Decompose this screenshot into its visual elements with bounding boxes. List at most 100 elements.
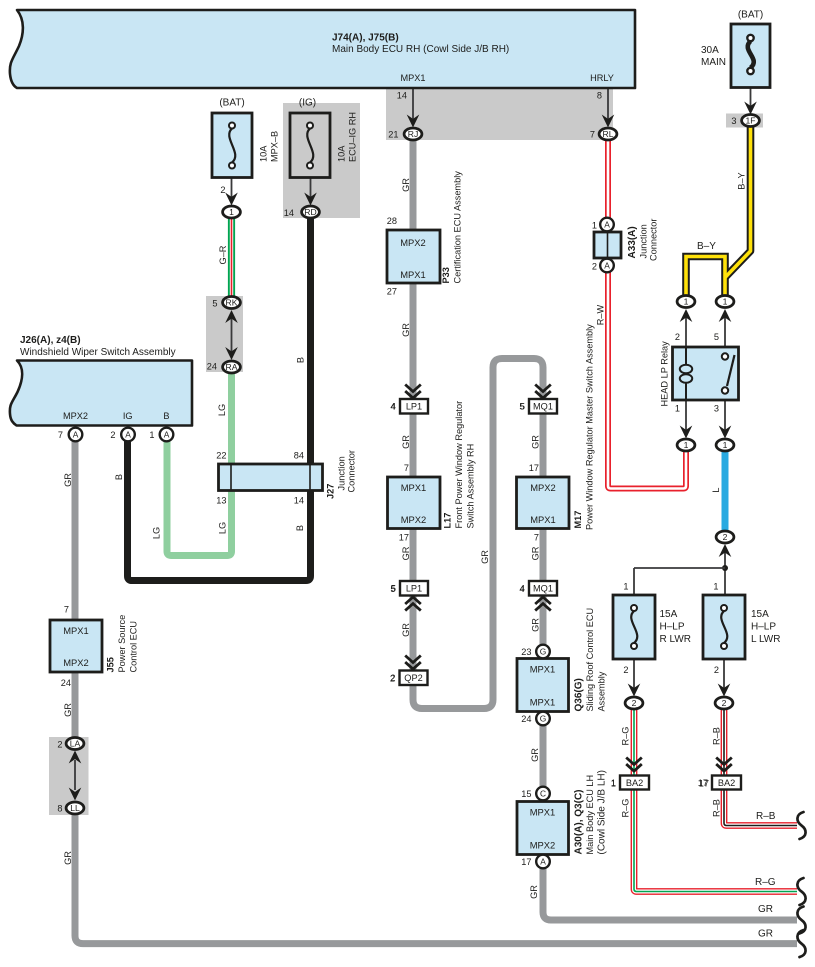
svg-text:2: 2 bbox=[714, 665, 719, 675]
svg-text:Windshield Wiper Switch Assemb: Windshield Wiper Switch Assembly bbox=[20, 347, 176, 358]
svg-text:GR: GR bbox=[401, 546, 411, 560]
svg-text:ECU–IG RH: ECU–IG RH bbox=[348, 112, 358, 162]
svg-text:84: 84 bbox=[294, 451, 304, 461]
svg-text:LP1: LP1 bbox=[406, 402, 422, 412]
svg-text:5: 5 bbox=[519, 402, 524, 412]
svg-text:QP2: QP2 bbox=[404, 673, 422, 683]
svg-text:1: 1 bbox=[611, 778, 616, 788]
svg-text:1: 1 bbox=[713, 582, 718, 592]
svg-text:2: 2 bbox=[632, 698, 637, 708]
svg-text:8: 8 bbox=[597, 91, 602, 101]
svg-text:Q36(G): Q36(G) bbox=[574, 678, 585, 711]
svg-text:A33(A): A33(A) bbox=[627, 226, 638, 258]
svg-text:L: L bbox=[711, 487, 721, 492]
svg-text:22: 22 bbox=[216, 451, 226, 461]
svg-text:J55: J55 bbox=[106, 657, 116, 672]
svg-text:4: 4 bbox=[520, 584, 525, 594]
svg-text:J27: J27 bbox=[326, 484, 336, 499]
svg-text:10A: 10A bbox=[337, 145, 347, 162]
svg-text:21: 21 bbox=[388, 130, 398, 140]
svg-text:17: 17 bbox=[521, 857, 531, 867]
svg-text:8: 8 bbox=[57, 804, 62, 814]
svg-text:MPX1: MPX1 bbox=[401, 482, 427, 493]
svg-text:R–B: R–B bbox=[712, 727, 722, 745]
svg-text:5: 5 bbox=[520, 402, 525, 412]
svg-text:15A: 15A bbox=[751, 609, 769, 620]
svg-text:10A: 10A bbox=[259, 145, 269, 162]
svg-text:2: 2 bbox=[675, 332, 680, 342]
svg-text:R–B: R–B bbox=[756, 811, 776, 822]
svg-text:14: 14 bbox=[294, 496, 304, 506]
svg-text:Switch Assembly RH: Switch Assembly RH bbox=[466, 444, 476, 529]
svg-text:R–G: R–G bbox=[621, 727, 631, 746]
svg-text:RK: RK bbox=[226, 298, 238, 308]
svg-text:(IG): (IG) bbox=[299, 98, 316, 109]
svg-text:Control ECU: Control ECU bbox=[129, 621, 139, 673]
svg-text:P33: P33 bbox=[441, 267, 451, 283]
svg-text:GR: GR bbox=[401, 623, 411, 637]
svg-text:RL: RL bbox=[603, 129, 614, 139]
svg-text:Front Power Window Regulator: Front Power Window Regulator bbox=[454, 401, 464, 529]
svg-text:GR: GR bbox=[758, 904, 773, 915]
svg-text:5: 5 bbox=[714, 332, 719, 342]
svg-text:Assembly: Assembly bbox=[597, 671, 607, 711]
svg-text:15A: 15A bbox=[660, 609, 678, 620]
svg-text:23: 23 bbox=[521, 647, 531, 657]
svg-text:HEAD LP Relay: HEAD LP Relay bbox=[660, 341, 670, 407]
svg-text:BA2: BA2 bbox=[626, 778, 643, 788]
svg-text:R–G: R–G bbox=[621, 799, 631, 818]
svg-text:(Cowl Side J/B LH): (Cowl Side J/B LH) bbox=[597, 770, 608, 854]
svg-text:Power Window Regulator Master: Power Window Regulator Master Switch Ass… bbox=[585, 324, 595, 530]
svg-text:24: 24 bbox=[61, 678, 71, 688]
svg-text:1: 1 bbox=[684, 297, 689, 307]
svg-text:MPX2: MPX2 bbox=[63, 411, 88, 421]
svg-text:MPX1: MPX1 bbox=[400, 269, 426, 280]
svg-text:GR: GR bbox=[63, 851, 73, 865]
svg-text:2: 2 bbox=[722, 698, 727, 708]
svg-text:2: 2 bbox=[723, 532, 728, 542]
svg-text:G: G bbox=[540, 714, 547, 724]
svg-text:30A: 30A bbox=[701, 45, 719, 56]
svg-text:17: 17 bbox=[399, 533, 409, 543]
svg-text:13: 13 bbox=[216, 496, 226, 506]
svg-text:1F: 1F bbox=[745, 116, 755, 126]
svg-text:H–LP: H–LP bbox=[751, 622, 776, 633]
svg-text:RJ: RJ bbox=[408, 129, 419, 139]
svg-text:GR: GR bbox=[531, 618, 541, 632]
svg-text:MPX1: MPX1 bbox=[63, 625, 89, 636]
svg-text:BA2: BA2 bbox=[718, 778, 735, 788]
svg-text:GR: GR bbox=[530, 748, 540, 762]
svg-text:5: 5 bbox=[391, 584, 396, 594]
svg-text:R LWR: R LWR bbox=[660, 634, 691, 645]
svg-text:MQ1: MQ1 bbox=[533, 584, 553, 594]
svg-text:C: C bbox=[540, 789, 546, 799]
svg-text:R–B: R–B bbox=[712, 799, 722, 817]
svg-text:J26(A), z4(B): J26(A), z4(B) bbox=[20, 335, 81, 346]
svg-text:GR: GR bbox=[480, 550, 490, 564]
svg-text:7: 7 bbox=[58, 430, 63, 440]
svg-text:L LWR: L LWR bbox=[751, 634, 780, 645]
svg-text:5: 5 bbox=[212, 299, 217, 309]
svg-text:(BAT): (BAT) bbox=[219, 98, 244, 109]
svg-text:R–G: R–G bbox=[755, 877, 776, 888]
svg-text:17: 17 bbox=[698, 778, 708, 788]
svg-text:MPX1: MPX1 bbox=[530, 664, 556, 675]
svg-text:RA: RA bbox=[226, 362, 238, 372]
svg-text:MPX2: MPX2 bbox=[530, 840, 556, 851]
svg-text:1: 1 bbox=[623, 582, 628, 592]
svg-text:Sliding Roof Control ECU: Sliding Roof Control ECU bbox=[585, 608, 595, 712]
svg-text:A: A bbox=[540, 857, 546, 867]
svg-text:A: A bbox=[164, 430, 170, 440]
svg-text:5: 5 bbox=[390, 584, 395, 594]
svg-text:1: 1 bbox=[611, 779, 616, 789]
svg-text:Power Source: Power Source bbox=[117, 615, 127, 673]
svg-text:GR: GR bbox=[531, 435, 541, 449]
svg-text:1: 1 bbox=[723, 297, 728, 307]
svg-text:4: 4 bbox=[519, 584, 524, 594]
svg-text:GR: GR bbox=[401, 323, 411, 337]
svg-text:GR: GR bbox=[63, 473, 73, 487]
svg-text:1: 1 bbox=[684, 440, 689, 450]
svg-text:B–Y: B–Y bbox=[697, 241, 716, 252]
svg-text:RD: RD bbox=[304, 207, 316, 217]
svg-text:GR: GR bbox=[531, 546, 541, 560]
